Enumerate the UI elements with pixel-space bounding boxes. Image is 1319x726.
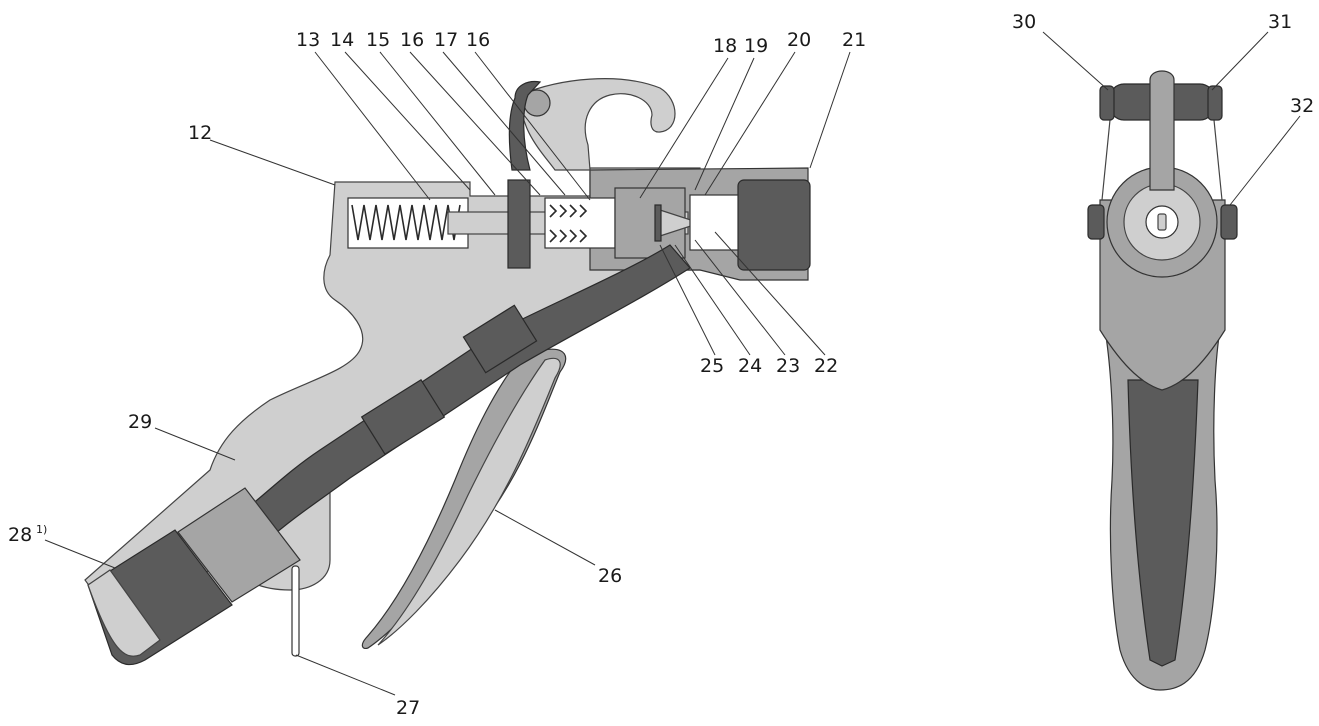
- callout-22: 22: [814, 355, 838, 377]
- callout-25: 25: [700, 355, 724, 377]
- callout-27: 27: [396, 697, 420, 719]
- tube-sleeve-lower: [360, 378, 446, 456]
- end-view-pivot-right: [1207, 85, 1223, 121]
- end-view-hook: [1149, 70, 1175, 191]
- end-view-left-pin: [1087, 204, 1105, 240]
- inlet-nut-face: [87, 569, 161, 657]
- callout-13: 13: [296, 29, 320, 51]
- nozzle-insert: [689, 194, 739, 251]
- end-view-trigger: [1127, 379, 1199, 667]
- end-view: [1087, 70, 1238, 691]
- end-view-pivot-left: [1099, 85, 1115, 121]
- callout-16b: 16: [466, 29, 490, 51]
- end-view-right-pin: [1220, 204, 1238, 240]
- trigger-lever-edge: [377, 357, 561, 646]
- callout-26: 26: [598, 565, 622, 587]
- seal-pack: [544, 197, 616, 249]
- callout-15: 15: [366, 29, 390, 51]
- sectional-view: [84, 78, 811, 666]
- callout-29: 29: [128, 411, 152, 433]
- callout-20: 20: [787, 29, 811, 51]
- leader-lines: [44, 31, 1301, 696]
- callout-30: 30: [1012, 11, 1036, 33]
- inlet-fitting: [177, 487, 301, 603]
- callout-24: 24: [738, 355, 762, 377]
- hanging-hook: [519, 78, 676, 171]
- o-ring-groove: [654, 204, 662, 242]
- callout-31: 31: [1268, 11, 1292, 33]
- callout-17: 17: [434, 29, 458, 51]
- callout-19: 19: [744, 35, 768, 57]
- callout-32: 32: [1290, 95, 1314, 117]
- callout-23: 23: [776, 355, 800, 377]
- callout-16a: 16: [400, 29, 424, 51]
- callout-28-footnote: 1): [36, 523, 47, 536]
- callout-21: 21: [842, 29, 866, 51]
- callout-labels: 12 13 14 15 16 17 16 18 19 20 21 25 24 2…: [8, 11, 1314, 719]
- seal-chevrons: [549, 204, 588, 243]
- callout-14: 14: [330, 29, 354, 51]
- barrel-outlet: [737, 179, 811, 271]
- ejector-pin: [291, 565, 300, 657]
- callout-28: 28: [8, 524, 32, 546]
- tube-sleeve: [462, 304, 538, 374]
- callout-12: 12: [188, 122, 212, 144]
- end-view-outlet-slot: [1157, 213, 1167, 231]
- actuator-pin: [507, 179, 531, 269]
- callout-18: 18: [713, 35, 737, 57]
- compression-spring: [351, 204, 461, 241]
